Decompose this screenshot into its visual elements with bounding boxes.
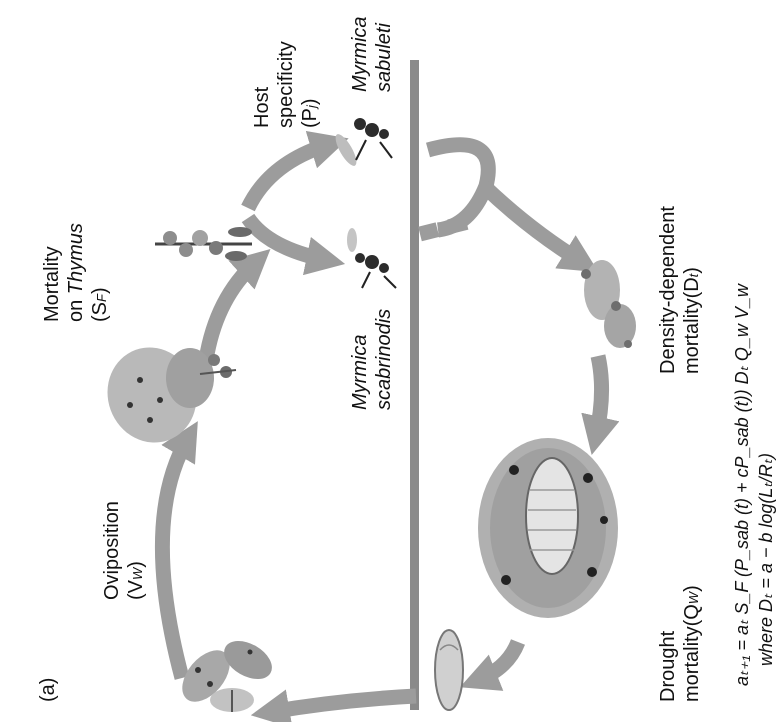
- thymus-mortality-label: Mortality on Thymus (SF): [41, 218, 111, 323]
- ant-nest-icon: [478, 438, 618, 618]
- panel-label: (a): [37, 678, 59, 702]
- ant-with-larva-icon: [347, 228, 396, 288]
- ant-carrying-larva-icon: [332, 118, 392, 169]
- model-equation: aₜ₊₁ = aₜ S_F (P_sab (t) + cP_sab (t)) D…: [732, 279, 776, 686]
- myrmica-scabrinodis-label: Myrmica scabrinodis: [349, 309, 395, 410]
- arrow-thymus-to-sabuleti: [248, 144, 330, 208]
- ground-divider: [410, 60, 419, 710]
- larvae-cluster-icon: [581, 260, 636, 348]
- arrow-drought-to-chrysalis: [478, 642, 518, 680]
- arrow-butterfly-to-thymus: [206, 262, 256, 360]
- drought-mortality-label: Drought mortality(QW): [657, 585, 703, 702]
- arrow-density-to-drought: [596, 356, 602, 436]
- arrow-to-density: [484, 186, 582, 262]
- thymus-flower-icon: [155, 227, 252, 261]
- oviposition-label: Oviposition (VW): [101, 496, 147, 601]
- arrow-thymus-to-scabrinodis: [248, 218, 326, 260]
- density-mortality-label: Density-dependent mortality(Dt): [657, 201, 703, 374]
- butterfly-pair-icon: [173, 633, 279, 712]
- arrow-oviposition-to-butterfly: [162, 438, 188, 678]
- arrow-chrysalis-to-oviposition: [270, 696, 416, 712]
- myrmica-sabuleti-label: Myrmica sabuleti: [349, 11, 395, 92]
- host-specificity-label: Host specificity (Pj): [251, 36, 321, 128]
- chrysalis-icon: [435, 630, 463, 710]
